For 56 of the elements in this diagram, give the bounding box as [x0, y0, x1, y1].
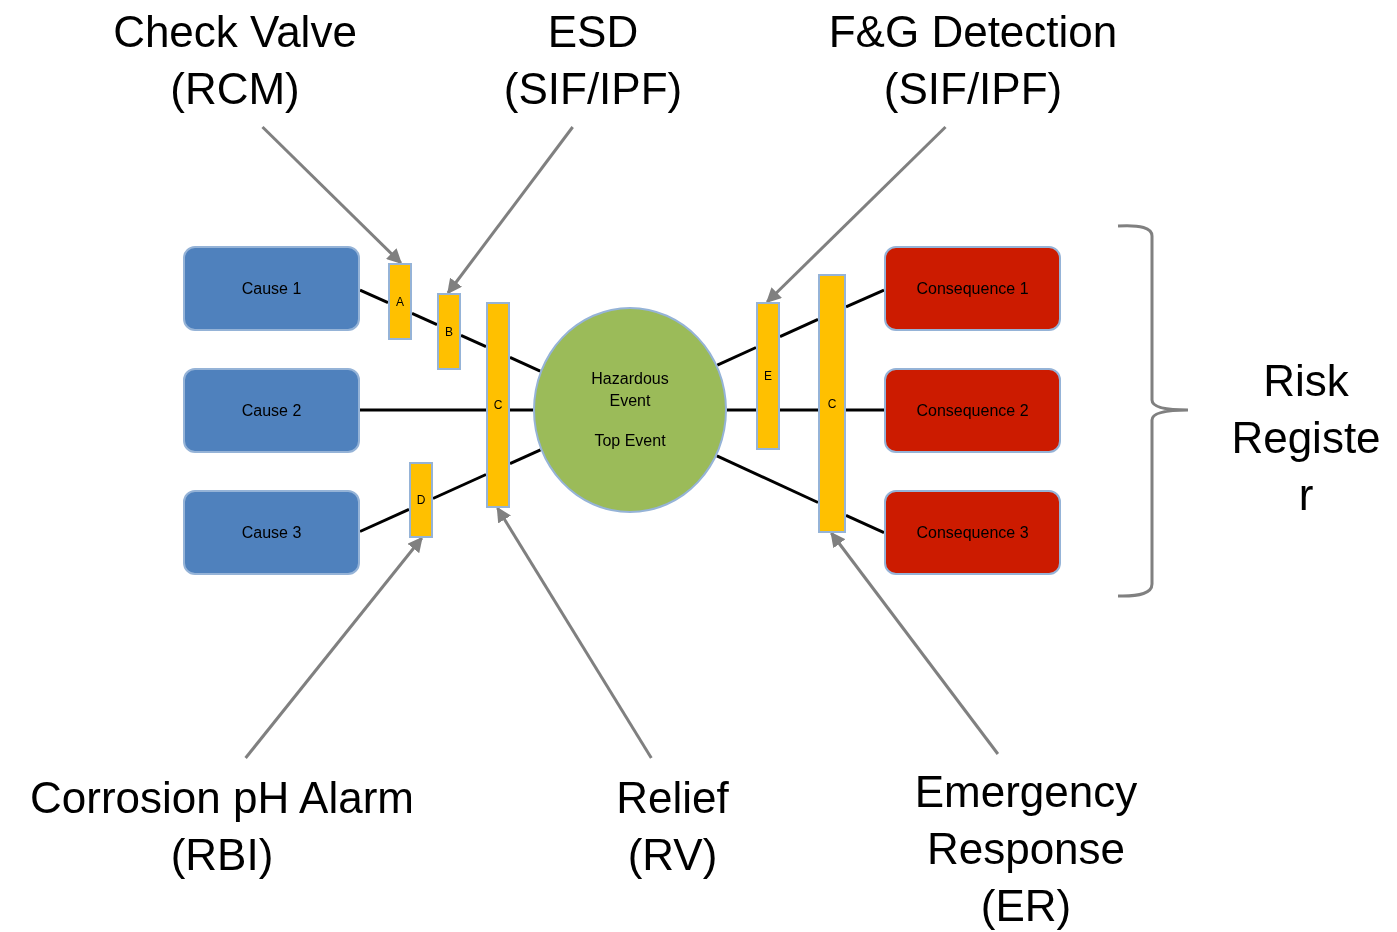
connector-line: [509, 356, 541, 373]
connector-line: [779, 317, 819, 338]
consequence-box: [884, 246, 1061, 331]
barrier-bar: [486, 302, 510, 508]
barrier-bar: [818, 274, 846, 533]
connector-line: [359, 288, 389, 305]
barrier-letter: E: [764, 369, 772, 383]
callout-label: Relief (RV): [580, 768, 765, 883]
barrier-bar: [388, 263, 412, 340]
box-label: Consequence 3: [916, 523, 1029, 542]
connector-line: [460, 334, 487, 348]
leader-arrow: [496, 506, 653, 759]
leader-arrow: [261, 125, 402, 265]
callout-label: F&G Detection (SIF/IPF): [790, 2, 1156, 117]
connector-line: [845, 514, 885, 535]
leader-arrow: [766, 125, 947, 304]
connector-line: [432, 473, 487, 500]
connector-line: [510, 408, 533, 412]
connector-line: [360, 408, 486, 412]
connector-line: [780, 408, 818, 412]
leader-arrow: [446, 126, 574, 295]
barrier-letter: B: [445, 324, 453, 339]
barrier-bar: [409, 462, 433, 538]
callout-label: Corrosion pH Alarm (RBI): [2, 768, 442, 883]
connector-line: [846, 408, 884, 412]
consequence-box: [884, 368, 1061, 453]
risk-register-label: Risk Register: [1230, 355, 1382, 521]
callout-label: Check Valve (RCM): [70, 2, 400, 117]
barrier-letter: C: [493, 398, 503, 412]
box-label: Consequence 1: [916, 279, 1029, 298]
event-label: Hazardous Event: [590, 369, 670, 411]
leader-arrow: [244, 536, 423, 759]
connector-line: [845, 288, 885, 309]
barrier-letter: D: [416, 493, 426, 507]
barrier-letter: C: [827, 396, 837, 411]
connector-line: [727, 408, 756, 412]
connector-line: [509, 448, 542, 465]
cause-box: [183, 368, 360, 453]
box-label: Cause 3: [241, 523, 302, 542]
leader-arrow: [830, 531, 1000, 755]
connector-line: [716, 454, 819, 504]
box-label: Consequence 2: [916, 401, 1029, 420]
callout-label: ESD (SIF/IPF): [478, 2, 708, 117]
consequence-box: [884, 490, 1061, 575]
barrier-bar: [437, 293, 461, 370]
callout-label: Emergency Response (ER): [880, 764, 1172, 932]
connector-line: [359, 508, 410, 533]
barrier-letter: A: [396, 294, 404, 309]
box-label: Cause 2: [241, 401, 302, 420]
connector-line: [411, 312, 438, 326]
cause-box: [183, 490, 360, 575]
cause-box: [183, 246, 360, 331]
event-label: Top Event: [594, 431, 666, 451]
barrier-bar: [756, 302, 780, 450]
box-label: Cause 1: [241, 279, 302, 298]
connector-line: [716, 346, 757, 367]
